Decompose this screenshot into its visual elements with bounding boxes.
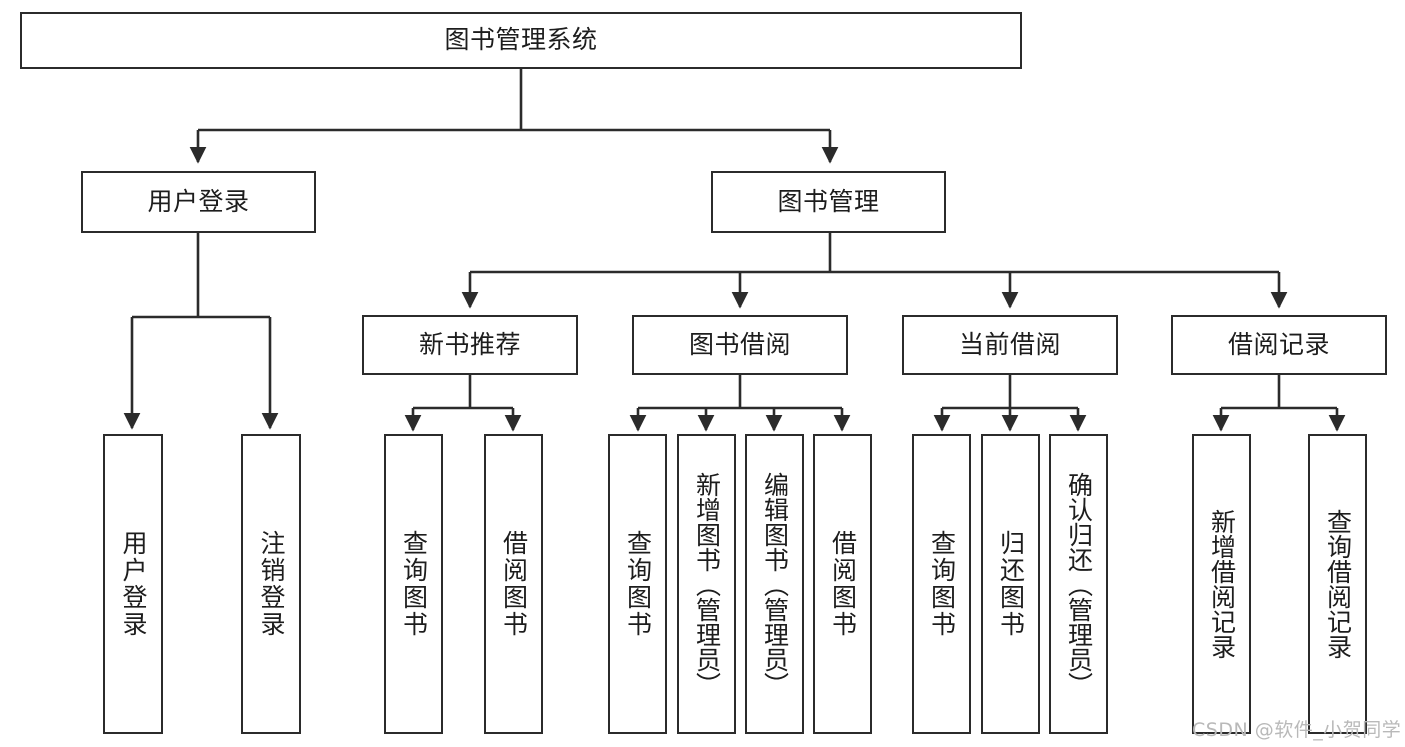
node-label: 查询借阅记录 bbox=[1323, 509, 1353, 659]
leaf-return-book[interactable]: 归还图书 bbox=[981, 434, 1040, 734]
node-borrow-record[interactable]: 借阅记录 bbox=[1171, 315, 1387, 375]
leaf-query-borrow-record[interactable]: 查询借阅记录 bbox=[1308, 434, 1367, 734]
node-user-login[interactable]: 用户登录 bbox=[81, 171, 316, 233]
leaf-borrow-book[interactable]: 借阅图书 bbox=[813, 434, 872, 734]
node-label: 新增图书（管理员） bbox=[692, 471, 722, 697]
node-label: 图书借阅 bbox=[688, 329, 791, 359]
leaf-add-borrow-record[interactable]: 新增借阅记录 bbox=[1192, 434, 1251, 734]
node-label: 新增借阅记录 bbox=[1207, 509, 1237, 659]
node-label: 图书管理 bbox=[777, 186, 880, 216]
node-current-borrow[interactable]: 当前借阅 bbox=[902, 315, 1118, 375]
node-label: 借阅图书 bbox=[828, 530, 858, 638]
leaf-query-book-current[interactable]: 查询图书 bbox=[912, 434, 971, 734]
node-label: 借阅记录 bbox=[1227, 329, 1330, 359]
node-label: 新书推荐 bbox=[418, 329, 521, 359]
node-label: 借阅图书 bbox=[499, 530, 529, 638]
node-book-borrow[interactable]: 图书借阅 bbox=[632, 315, 848, 375]
node-label: 当前借阅 bbox=[958, 329, 1061, 359]
node-label: 用户登录 bbox=[119, 530, 148, 638]
node-label: 用户登录 bbox=[147, 186, 250, 216]
node-label: 查询图书 bbox=[927, 530, 957, 638]
leaf-borrow-book-recommend[interactable]: 借阅图书 bbox=[484, 434, 543, 734]
node-label: 查询图书 bbox=[399, 530, 429, 638]
node-book-management[interactable]: 图书管理 bbox=[711, 171, 946, 233]
node-root-system[interactable]: 图书管理系统 bbox=[20, 12, 1022, 69]
node-label: 查询图书 bbox=[623, 530, 653, 638]
leaf-query-book-borrow[interactable]: 查询图书 bbox=[608, 434, 667, 734]
leaf-user-login[interactable]: 用户登录 bbox=[103, 434, 163, 734]
leaf-confirm-return-admin[interactable]: 确认归还（管理员） bbox=[1049, 434, 1108, 734]
node-label: 编辑图书（管理员） bbox=[760, 471, 790, 697]
leaf-add-book-admin[interactable]: 新增图书（管理员） bbox=[677, 434, 736, 734]
leaf-edit-book-admin[interactable]: 编辑图书（管理员） bbox=[745, 434, 804, 734]
node-label: 图书管理系统 bbox=[444, 25, 598, 55]
node-label: 注销登录 bbox=[257, 530, 286, 638]
node-new-book-recommend[interactable]: 新书推荐 bbox=[362, 315, 578, 375]
leaf-query-book-recommend[interactable]: 查询图书 bbox=[384, 434, 443, 734]
leaf-logout[interactable]: 注销登录 bbox=[241, 434, 301, 734]
node-label: 确认归还（管理员） bbox=[1064, 471, 1094, 697]
watermark-credit: CSDN @软件_小贺同学 bbox=[1192, 719, 1402, 741]
node-label: 归还图书 bbox=[996, 530, 1026, 638]
